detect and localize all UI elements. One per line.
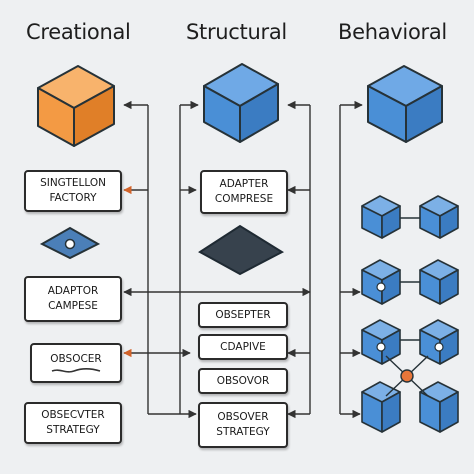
behavioral-grid-cube-r1c2 (419, 195, 459, 239)
creational-obsocer-box: OBSOCER (30, 343, 122, 383)
behavioral-center-node (400, 369, 414, 383)
heading-behavioral: Behavioral (338, 20, 447, 44)
structural-diamond-shape (198, 224, 285, 276)
creational-obsocer-line1: OBSOCER (50, 353, 102, 365)
structural-obsepter-box: OBSEPTER (198, 302, 288, 328)
creational-cube (37, 65, 115, 147)
behavioral-grid-cube-r2c2 (419, 259, 459, 305)
behavioral-grid-cube-r3c1 (361, 319, 401, 365)
structural-adapter-line2: COMPRESE (214, 193, 274, 205)
structural-cdapive-box: CDAPIVE (198, 334, 288, 360)
creational-singleton-line2: FACTORY (49, 192, 97, 204)
creational-observer-strategy-box: OBSECVTER STRATEGY (24, 402, 122, 444)
behavioral-grid-cube-r1c1 (361, 195, 401, 239)
heading-creational: Creational (26, 20, 131, 44)
behavioral-grid-cube-r2c1 (361, 259, 401, 305)
creational-adaptor-line1: ADAPTOR (47, 285, 99, 297)
structural-obsover-strategy-box: OBSOVER STRATEGY (198, 402, 288, 448)
structural-obsovor-line1: OBSOVOR (216, 374, 270, 387)
behavioral-cube-grid (361, 195, 459, 433)
structural-adapter-box: ADAPTER COMPRESE (200, 170, 288, 214)
heading-structural: Structural (186, 20, 287, 44)
structural-obsepter-line1: OBSEPTER (215, 308, 271, 321)
creational-adaptor-line2: CAMPESE (48, 300, 98, 312)
behavioral-grid-cube-r3c2 (419, 319, 459, 365)
structural-cube (203, 63, 279, 143)
creational-adaptor-box: ADAPTOR CAMPESE (24, 276, 122, 322)
behavioral-grid-cube-r4c2 (419, 381, 459, 433)
structural-obsovor-box: OBSOVOR (198, 368, 288, 394)
creational-singleton-line1: SINGTELLON (40, 177, 106, 189)
behavioral-grid-cube-r4c1 (361, 381, 401, 433)
scribble-line-icon (51, 368, 101, 373)
structural-adapter-line1: ADAPTER (219, 178, 269, 190)
behavioral-cube (367, 65, 443, 143)
structural-obsover-strategy-line2: STRATEGY (216, 426, 270, 438)
creational-singleton-box: SINGTELLON FACTORY (24, 170, 122, 212)
structural-cdapive-line1: CDAPIVE (220, 340, 266, 353)
connector-lines (123, 100, 363, 419)
creational-diamond-shape (39, 226, 101, 260)
structural-obsover-strategy-line1: OBSOVER (217, 411, 269, 423)
creational-observer-strategy-line1: OBSECVTER (41, 409, 105, 421)
creational-observer-strategy-line2: STRATEGY (46, 424, 100, 436)
